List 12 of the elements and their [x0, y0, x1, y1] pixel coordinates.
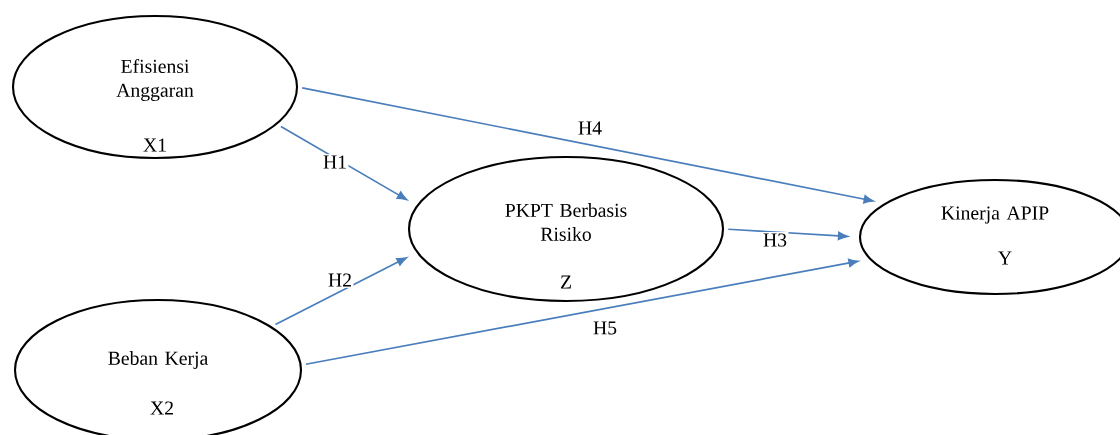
edge-label: H3: [761, 232, 789, 248]
arrow: [280, 125, 408, 201]
ellipse-node: PKPT Berbasis Risiko Z: [407, 155, 725, 303]
arrow: [301, 86, 874, 204]
edge-label: H1: [321, 154, 349, 170]
arrow: [727, 228, 849, 241]
ellipse-node: Efisiensi Anggaran X1: [11, 14, 299, 160]
edge-label: H2: [326, 272, 354, 288]
edge-label: H5: [591, 320, 619, 336]
arrow: [274, 257, 407, 326]
arrow: [305, 258, 859, 366]
edge-label: H4: [576, 120, 604, 136]
